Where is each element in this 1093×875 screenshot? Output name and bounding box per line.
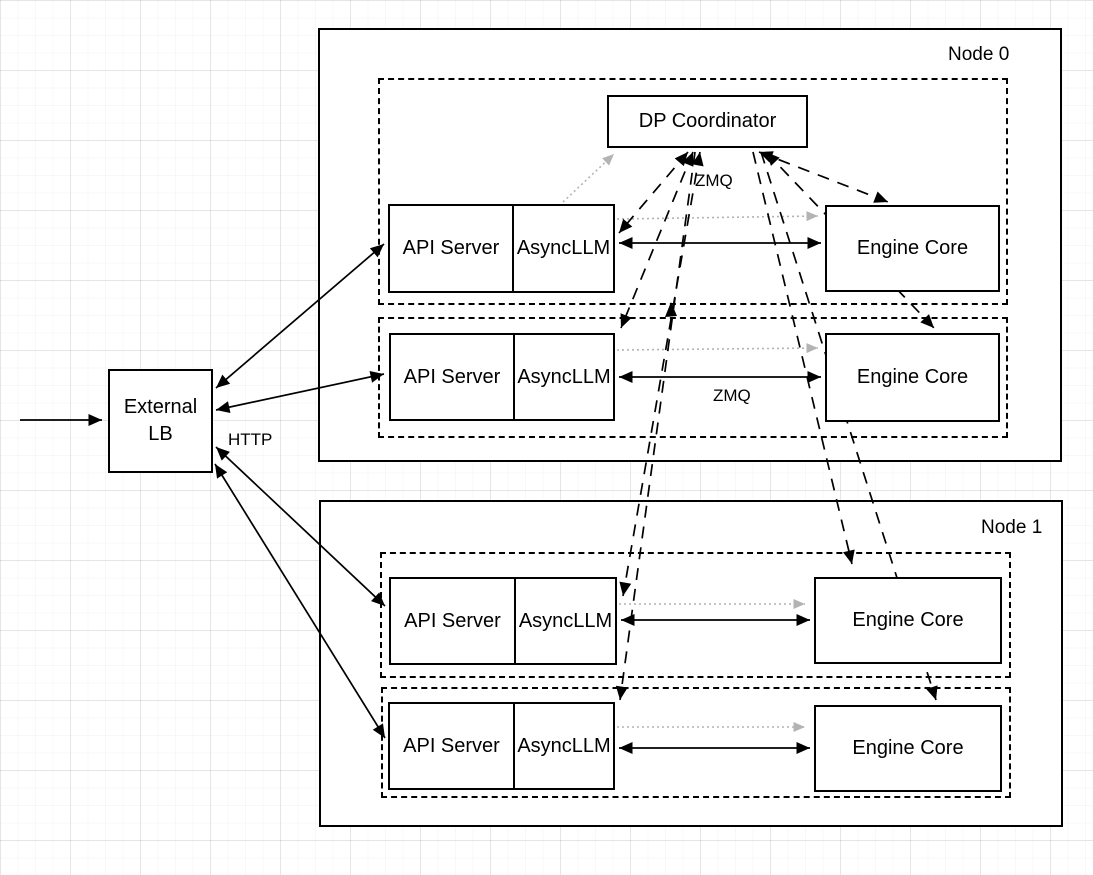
- engine-core-box-n0r1: Engine Core: [825, 333, 1000, 422]
- api-server-n0r0: API Server: [390, 206, 512, 291]
- api-asyncllm-box-n0r0: API Server AsyncLLM: [388, 204, 615, 293]
- dp-coordinator-label: DP Coordinator: [638, 110, 777, 132]
- engine-core-box-n1r0: Engine Core: [814, 577, 1002, 664]
- engine-core-label: Engine Core: [856, 237, 969, 259]
- dp-coordinator-box: DP Coordinator: [607, 95, 808, 148]
- engine-core-label: Engine Core: [856, 366, 969, 388]
- api-server-label: API Server: [402, 237, 500, 259]
- asyncllm-label: AsyncLLM: [517, 734, 611, 757]
- api-server-n0r1: API Server: [391, 335, 513, 419]
- asyncllm-n0r0: AsyncLLM: [512, 206, 613, 291]
- zmq-label-middle: ZMQ: [713, 386, 751, 405]
- node0-label: Node 0: [948, 44, 1010, 65]
- engine-core-box-n1r1: Engine Core: [814, 705, 1002, 792]
- asyncllm-label: AsyncLLM: [517, 365, 611, 388]
- api-server-label: API Server: [404, 609, 501, 632]
- http-label: HTTP: [228, 430, 273, 449]
- api-server-n1r1: API Server: [390, 704, 513, 788]
- engine-core-label: Engine Core: [852, 737, 964, 759]
- asyncllm-n1r1: AsyncLLM: [513, 704, 613, 788]
- external-lb-box: External LB: [108, 369, 213, 473]
- engine-core-box-n0r0: Engine Core: [825, 205, 1000, 292]
- api-server-n1r0: API Server: [391, 579, 514, 663]
- api-asyncllm-box-n0r1: API Server AsyncLLM: [389, 333, 615, 421]
- asyncllm-n1r0: AsyncLLM: [514, 579, 615, 663]
- node1-rank1-dashed-box: [381, 687, 1011, 798]
- api-server-label: API Server: [403, 365, 501, 388]
- api-server-label: API Server: [403, 734, 500, 757]
- engine-core-label: Engine Core: [852, 609, 964, 631]
- zmq-label-top: ZMQ: [695, 171, 733, 190]
- api-asyncllm-box-n1r1: API Server AsyncLLM: [388, 702, 615, 790]
- node1-label: Node 1: [981, 517, 1043, 538]
- api-asyncllm-box-n1r0: API Server AsyncLLM: [389, 577, 617, 665]
- asyncllm-label: AsyncLLM: [516, 237, 611, 259]
- external-lb-label-line1: External: [123, 396, 198, 418]
- asyncllm-label: AsyncLLM: [518, 609, 613, 632]
- asyncllm-n0r1: AsyncLLM: [513, 335, 613, 419]
- external-lb-label-line2: LB: [148, 423, 173, 445]
